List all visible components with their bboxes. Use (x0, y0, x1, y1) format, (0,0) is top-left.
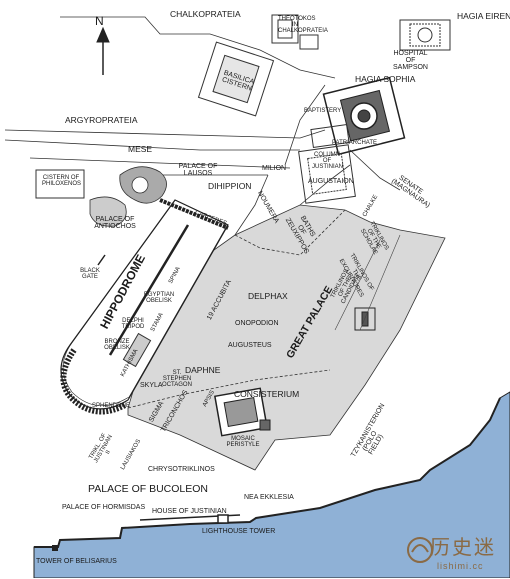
label-consisterium: CONSISTERIUM (234, 389, 300, 399)
label-daphne: DAPHNE (185, 365, 221, 375)
mosaic-peristyle (214, 387, 271, 437)
label-milion: MILION (262, 165, 287, 172)
palace-lines (334, 234, 401, 331)
candidati-structure (354, 307, 376, 331)
label-delphax: DELPHAX (248, 291, 288, 301)
label-bronze-obelisk: BRONZE OBELISK (104, 339, 130, 351)
palace-dashed-border (234, 209, 346, 256)
label-st-stephen: ST. STEPHEN OCTAGON (162, 370, 192, 388)
kathisma-block (122, 332, 152, 368)
augustaion-block (298, 124, 356, 204)
label-sphendone: SPHENDONE (92, 403, 131, 409)
label-theotokos: THEOTOKOS IN CHALKOPRATEIA (278, 16, 328, 34)
label-egyptian-obelisk: EGYPTIAN OBELISK (143, 292, 175, 304)
palace-lausos-plan (89, 166, 167, 227)
label-patriarchate: PATRIARCHATE (332, 140, 378, 146)
label-chrysotriklinos: CHRYSOTRIKLINOS (148, 466, 215, 473)
great-palace-area (127, 204, 446, 471)
north-label: N (95, 14, 104, 28)
label-argyroprateia: ARGYROPRATEIA (65, 115, 138, 125)
label-column-justinian: COLUMN OF JUSTINIAN (312, 152, 344, 170)
roads (4, 16, 401, 236)
label-augustaion: AUGUSTAION (308, 178, 354, 185)
theotokos-church (271, 14, 319, 50)
hippodrome-plan (60, 198, 229, 415)
label-lighthouse: LIGHTHOUSE TOWER (202, 528, 276, 535)
watermark-url: lishimi.cc (437, 561, 484, 571)
palace-dashed-inner (127, 369, 331, 409)
label-cistern-philoxenos: CISTERN OF PHILOXENOS (42, 175, 82, 187)
label-palace-hormisdas: PALACE OF HORMISDAS (62, 504, 146, 511)
label-chalkoprateia: CHALKOPRATEIA (170, 9, 241, 19)
label-black-gate: BLACK GATE (80, 268, 100, 280)
label-onopodion: ONOPODION (235, 320, 279, 327)
label-palace-lausos: PALACE OF LAUSOS (178, 163, 218, 177)
basilica-cistern (197, 41, 275, 117)
label-hagia-sophia: HAGIA SOPHIA (355, 74, 416, 84)
label-skyla: SKYLA (140, 382, 163, 389)
label-baptistery: BAPTISTERY (304, 108, 342, 114)
cistern-philoxenos (35, 169, 85, 199)
label-house-justinian: HOUSE OF JUSTINIAN (152, 508, 227, 515)
watermark-emblem-icon (407, 537, 433, 563)
label-hagia-eirene: HAGIA EIRENE (457, 11, 510, 21)
tower-belisarius-marker (52, 545, 58, 551)
house-justinian-walls (139, 514, 241, 524)
label-palace-bucoleon: PALACE OF BUCOLEON (88, 483, 209, 495)
label-augusteus: AUGUSTEUS (228, 342, 272, 349)
label-hospital: HOSPITAL OF SAMPSON (392, 50, 428, 71)
sea-wall (34, 397, 501, 548)
hagia-sophia-plan (322, 76, 406, 156)
label-palace-antiochos: PALACE OF ANTIOCHOS (94, 216, 136, 230)
watermark-logo (402, 528, 506, 574)
north-arrow (96, 26, 110, 75)
label-nea-ekklesia: NEA EKKLESIA (244, 494, 294, 501)
label-mese: MESE (128, 144, 153, 154)
hagia-eirene-plan (399, 19, 451, 51)
label-mosaic-peristyle: MOSAIC PERISTYLE (226, 436, 260, 448)
label-dihippion: DIHIPPION (208, 181, 252, 191)
label-tower-belisarius: TOWER OF BELISARIUS (36, 558, 117, 565)
label-delphi-tripod: DELPHI TRIPOD (121, 318, 145, 330)
watermark-text: 历史迷 (430, 535, 496, 559)
